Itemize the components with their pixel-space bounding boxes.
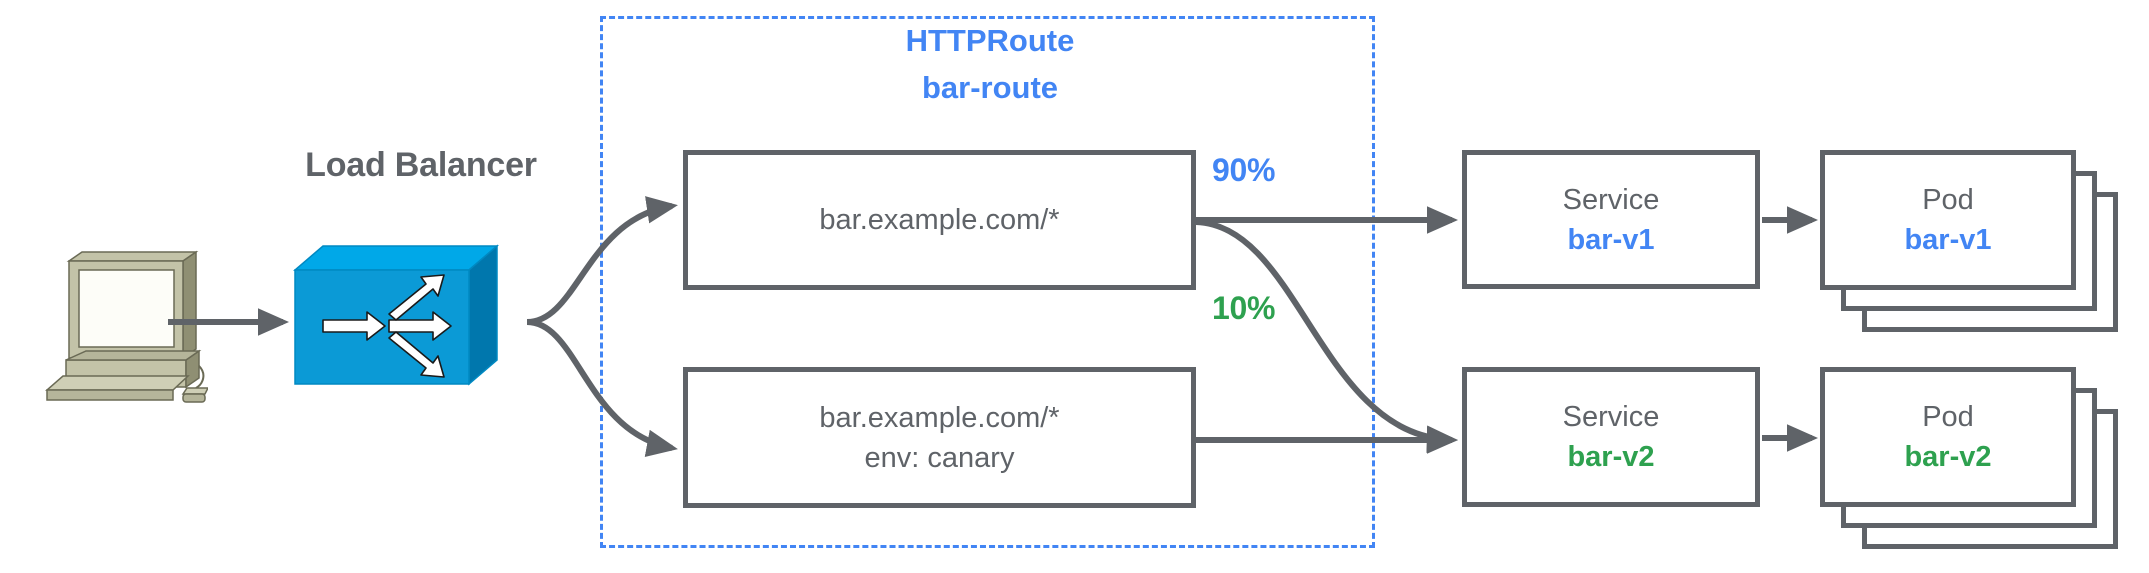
service-name-label-v2: bar-v2 [1567,441,1655,473]
weight-label-90: 90% [1212,152,1276,188]
weight-label-10: 10% [1212,290,1276,326]
httproute-title: HTTPRoute bar-route [790,17,1190,111]
load-balancer-icon [292,244,525,386]
pod-name-label-v2: bar-v2 [1904,441,1992,473]
pod-stack-bar-v2[interactable]: Pod bar-v2 [1820,367,2120,557]
rule-2-match-line: bar.example.com/* [819,401,1060,434]
rule-2-header-line: env: canary [864,441,1015,474]
pod-replica-front-v1[interactable]: Pod bar-v1 [1820,150,2076,290]
service-box-bar-v2[interactable]: Service bar-v2 [1462,367,1760,507]
service-kind-label-v1: Service [1562,183,1660,216]
load-balancer-label: Load Balancer [305,146,537,184]
desktop-computer-icon [33,248,210,410]
httproute-rule-box-1[interactable]: bar.example.com/* [683,150,1196,290]
httproute-rule-box-2[interactable]: bar.example.com/* env: canary [683,367,1196,508]
pod-kind-label-v1: Pod [1922,184,1974,216]
pod-name-label-v1: bar-v1 [1904,224,1992,256]
pod-stack-bar-v1[interactable]: Pod bar-v1 [1820,150,2120,340]
service-box-bar-v1[interactable]: Service bar-v1 [1462,150,1760,289]
pod-replica-front-v2[interactable]: Pod bar-v2 [1820,367,2076,507]
service-kind-label-v2: Service [1562,401,1660,433]
rule-1-match-line: bar.example.com/* [819,204,1060,236]
httproute-kind-label: HTTPRoute [905,23,1075,58]
pod-kind-label-v2: Pod [1922,401,1974,433]
service-name-label-v1: bar-v1 [1567,223,1655,256]
httproute-name-label: bar-route [921,70,1059,105]
